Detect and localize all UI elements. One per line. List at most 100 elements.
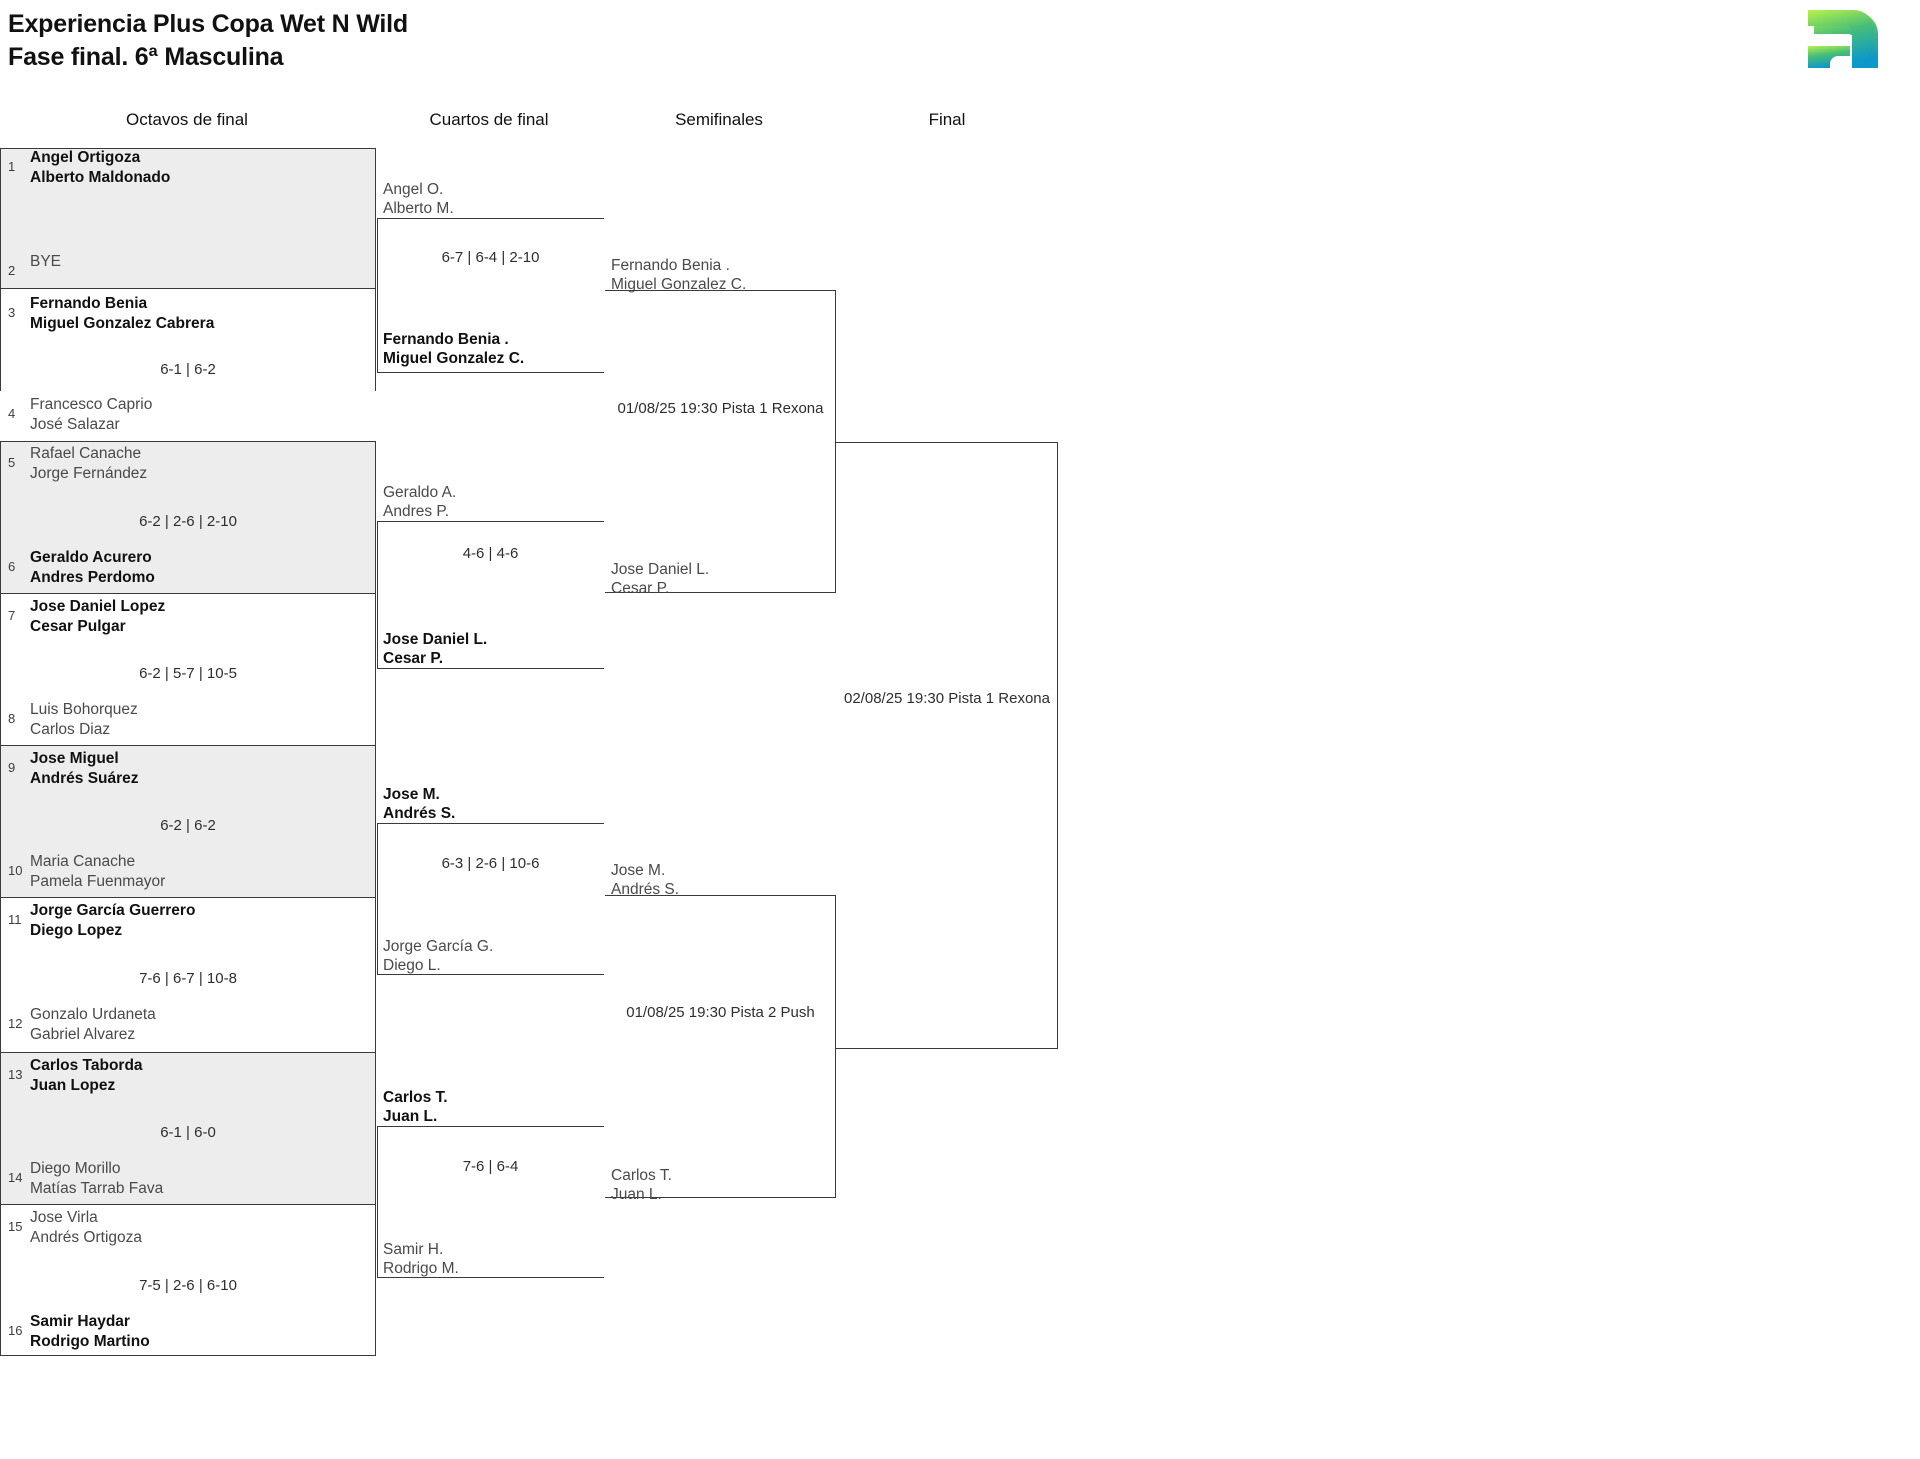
r1-score-2: 6-1 | 6-2 xyxy=(160,361,216,378)
r3-match-2-top[interactable]: Jose M. Andrés S. xyxy=(608,841,843,900)
r1-score-8: 7-5 | 2-6 | 6-10 xyxy=(139,1277,237,1294)
r2-match-1-top[interactable]: Angel O. Alberto M. xyxy=(380,160,610,219)
team-names: Maria Canache Pamela Fuenmayor xyxy=(30,853,166,890)
r2-match-2[interactable] xyxy=(377,521,604,669)
r4-match-final[interactable] xyxy=(836,442,1058,1049)
r2-match-3-top[interactable]: Jose M. Andrés S. xyxy=(380,765,610,824)
r2-score-2: 4-6 | 4-6 xyxy=(462,545,519,562)
r1-team-4-top[interactable]: 7 Jose Daniel Lopez Cesar Pulgar xyxy=(0,597,376,636)
seed-number: 2 xyxy=(8,263,16,278)
team-names: Jose M. Andrés S. xyxy=(383,785,456,823)
team-names: Jose Daniel L. Cesar P. xyxy=(383,630,488,668)
r1-team-4-bottom[interactable]: 8 Luis Bohorquez Carlos Diaz xyxy=(0,700,376,739)
team-names: Jose M. Andrés S. xyxy=(611,861,680,899)
seed-number: 13 xyxy=(8,1067,23,1082)
r2-match-2-top[interactable]: Geraldo A. Andres P. xyxy=(380,463,610,522)
r2-match-4-bottom[interactable]: Samir H. Rodrigo M. xyxy=(380,1220,610,1279)
r1-team-3-top[interactable]: 5 Rafael Canache Jorge Fernández xyxy=(0,444,376,483)
r1-match-2[interactable] xyxy=(0,288,376,391)
seed-number: 10 xyxy=(8,863,23,878)
r2-match-2-bottom[interactable]: Jose Daniel L. Cesar P. xyxy=(380,610,610,669)
r1-team-3-bottom[interactable]: 6 Geraldo Acurero Andres Perdomo xyxy=(0,548,376,587)
r1-score-7: 6-1 | 6-0 xyxy=(160,1124,216,1141)
seed-number: 11 xyxy=(8,912,22,927)
seed-number: 9 xyxy=(8,760,16,775)
r1-team-5-bottom[interactable]: 10 Maria Canache Pamela Fuenmayor xyxy=(0,852,376,891)
team-names: Fernando Benia . Miguel Gonzalez C. xyxy=(611,256,747,294)
seed-number: 6 xyxy=(8,559,16,574)
r1-match-5[interactable] xyxy=(0,745,376,897)
seed-number: 15 xyxy=(8,1219,23,1234)
r2-match-3-bottom[interactable]: Jorge García G. Diego L. xyxy=(380,917,610,976)
round-header-semifinales: Semifinales xyxy=(675,110,763,129)
bracket-connector xyxy=(835,896,836,1197)
r1-match-8[interactable] xyxy=(0,1204,376,1356)
seed-number: 1 xyxy=(8,159,16,174)
seed-number: 5 xyxy=(8,455,16,470)
team-names: Samir Haydar Rodrigo Martino xyxy=(30,1313,150,1350)
team-names: Jose Miguel Andrés Suárez xyxy=(30,750,139,787)
r1-score-4: 6-2 | 5-7 | 10-5 xyxy=(139,665,237,682)
team-names: Gonzalo Urdaneta Gabriel Alvarez xyxy=(30,1006,156,1043)
team-names: Carlos T. Juan L. xyxy=(383,1088,448,1126)
r1-score-6: 7-6 | 6-7 | 10-8 xyxy=(139,970,237,987)
page-title: Experiencia Plus Copa Wet N Wild Fase fi… xyxy=(8,10,408,71)
r3-match-2-bottom[interactable]: Carlos T. Juan L. xyxy=(608,1146,843,1205)
r1-match-6[interactable] xyxy=(0,897,376,1052)
r1-team-7-bottom[interactable]: 14 Diego Morillo Matías Tarrab Fava xyxy=(0,1159,376,1198)
team-names: Angel O. Alberto M. xyxy=(383,180,454,218)
r4-info-final: 02/08/25 19:30 Pista 1 Rexona xyxy=(844,690,1050,707)
team-names: Fernando Benia . Miguel Gonzalez C. xyxy=(383,330,525,368)
r1-team-2-top[interactable]: 3 Fernando Benia Miguel Gonzalez Cabrera xyxy=(0,294,376,333)
r1-team-8-top[interactable]: 15 Jose Virla Andrés Ortigoza xyxy=(0,1208,376,1247)
round-header-cuartos: Cuartos de final xyxy=(429,110,549,129)
team-names: Carlos T. Juan L. xyxy=(611,1166,672,1204)
r3-info-2: 01/08/25 19:30 Pista 2 Push xyxy=(626,1004,815,1021)
r2-score-1: 6-7 | 6-4 | 2-10 xyxy=(441,249,540,266)
r2-match-3[interactable] xyxy=(377,823,604,975)
round-header-octavos: Octavos de final xyxy=(126,110,248,129)
r2-match-1-bottom[interactable]: Fernando Benia . Miguel Gonzalez C. xyxy=(380,310,610,369)
r3-match-1-bottom[interactable]: Jose Daniel L. Cesar P. xyxy=(608,540,843,599)
r2-match-4-top[interactable]: Carlos T. Juan L. xyxy=(380,1068,610,1127)
team-names: Luis Bohorquez Carlos Diaz xyxy=(30,701,138,738)
seed-number: 16 xyxy=(8,1323,23,1338)
team-names: Angel Ortigoza Alberto Maldonado xyxy=(30,149,171,186)
r3-match-1[interactable] xyxy=(605,290,836,593)
r1-team-5-top[interactable]: 9 Jose Miguel Andrés Suárez xyxy=(0,749,376,788)
r3-match-1-top[interactable]: Fernando Benia . Miguel Gonzalez C. xyxy=(608,236,843,295)
r2-match-4[interactable] xyxy=(377,1126,604,1278)
r1-match-3[interactable] xyxy=(0,441,376,593)
r1-match-1[interactable] xyxy=(0,148,376,288)
r1-match-7[interactable] xyxy=(0,1052,376,1204)
seed-number: 8 xyxy=(8,711,16,726)
seed-number: 14 xyxy=(8,1170,23,1185)
r1-team-1-bottom[interactable]: 2 BYE xyxy=(0,252,376,280)
r2-score-4: 7-6 | 6-4 xyxy=(462,1158,519,1175)
seed-number: 4 xyxy=(8,406,16,421)
r2-score-3: 6-3 | 2-6 | 10-6 xyxy=(441,855,540,872)
team-names: Jorge García G. Diego L. xyxy=(383,937,494,975)
r1-team-6-top[interactable]: 11 Jorge García Guerrero Diego Lopez xyxy=(0,901,376,940)
seed-number: 12 xyxy=(8,1016,23,1031)
r2-match-1[interactable] xyxy=(377,218,604,373)
team-names: Samir H. Rodrigo M. xyxy=(383,1240,459,1278)
team-names: BYE xyxy=(30,253,62,270)
r1-team-2-bottom[interactable]: 4 Francesco Caprio José Salazar xyxy=(0,395,376,434)
team-names: Fernando Benia Miguel Gonzalez Cabrera xyxy=(30,295,215,332)
seed-number: 3 xyxy=(8,305,16,320)
team-names: Diego Morillo Matías Tarrab Fava xyxy=(30,1160,164,1197)
r1-team-1-top[interactable]: 1 Angel Ortigoza Alberto Maldonado xyxy=(0,148,376,187)
r1-team-7-top[interactable]: 13 Carlos Taborda Juan Lopez xyxy=(0,1056,376,1095)
team-names: Jose Daniel L. Cesar P. xyxy=(611,560,710,598)
r1-match-4[interactable] xyxy=(0,593,376,745)
team-names: Geraldo Acurero Andres Perdomo xyxy=(30,549,155,586)
team-names: Francesco Caprio José Salazar xyxy=(30,396,153,433)
r1-team-6-bottom[interactable]: 12 Gonzalo Urdaneta Gabriel Alvarez xyxy=(0,1005,376,1044)
r3-match-2[interactable] xyxy=(605,895,836,1198)
team-names: Carlos Taborda Juan Lopez xyxy=(30,1057,143,1094)
team-names: Jose Daniel Lopez Cesar Pulgar xyxy=(30,598,166,635)
brand-logo-icon xyxy=(1808,10,1878,68)
r1-team-8-bottom[interactable]: 16 Samir Haydar Rodrigo Martino xyxy=(0,1312,376,1351)
